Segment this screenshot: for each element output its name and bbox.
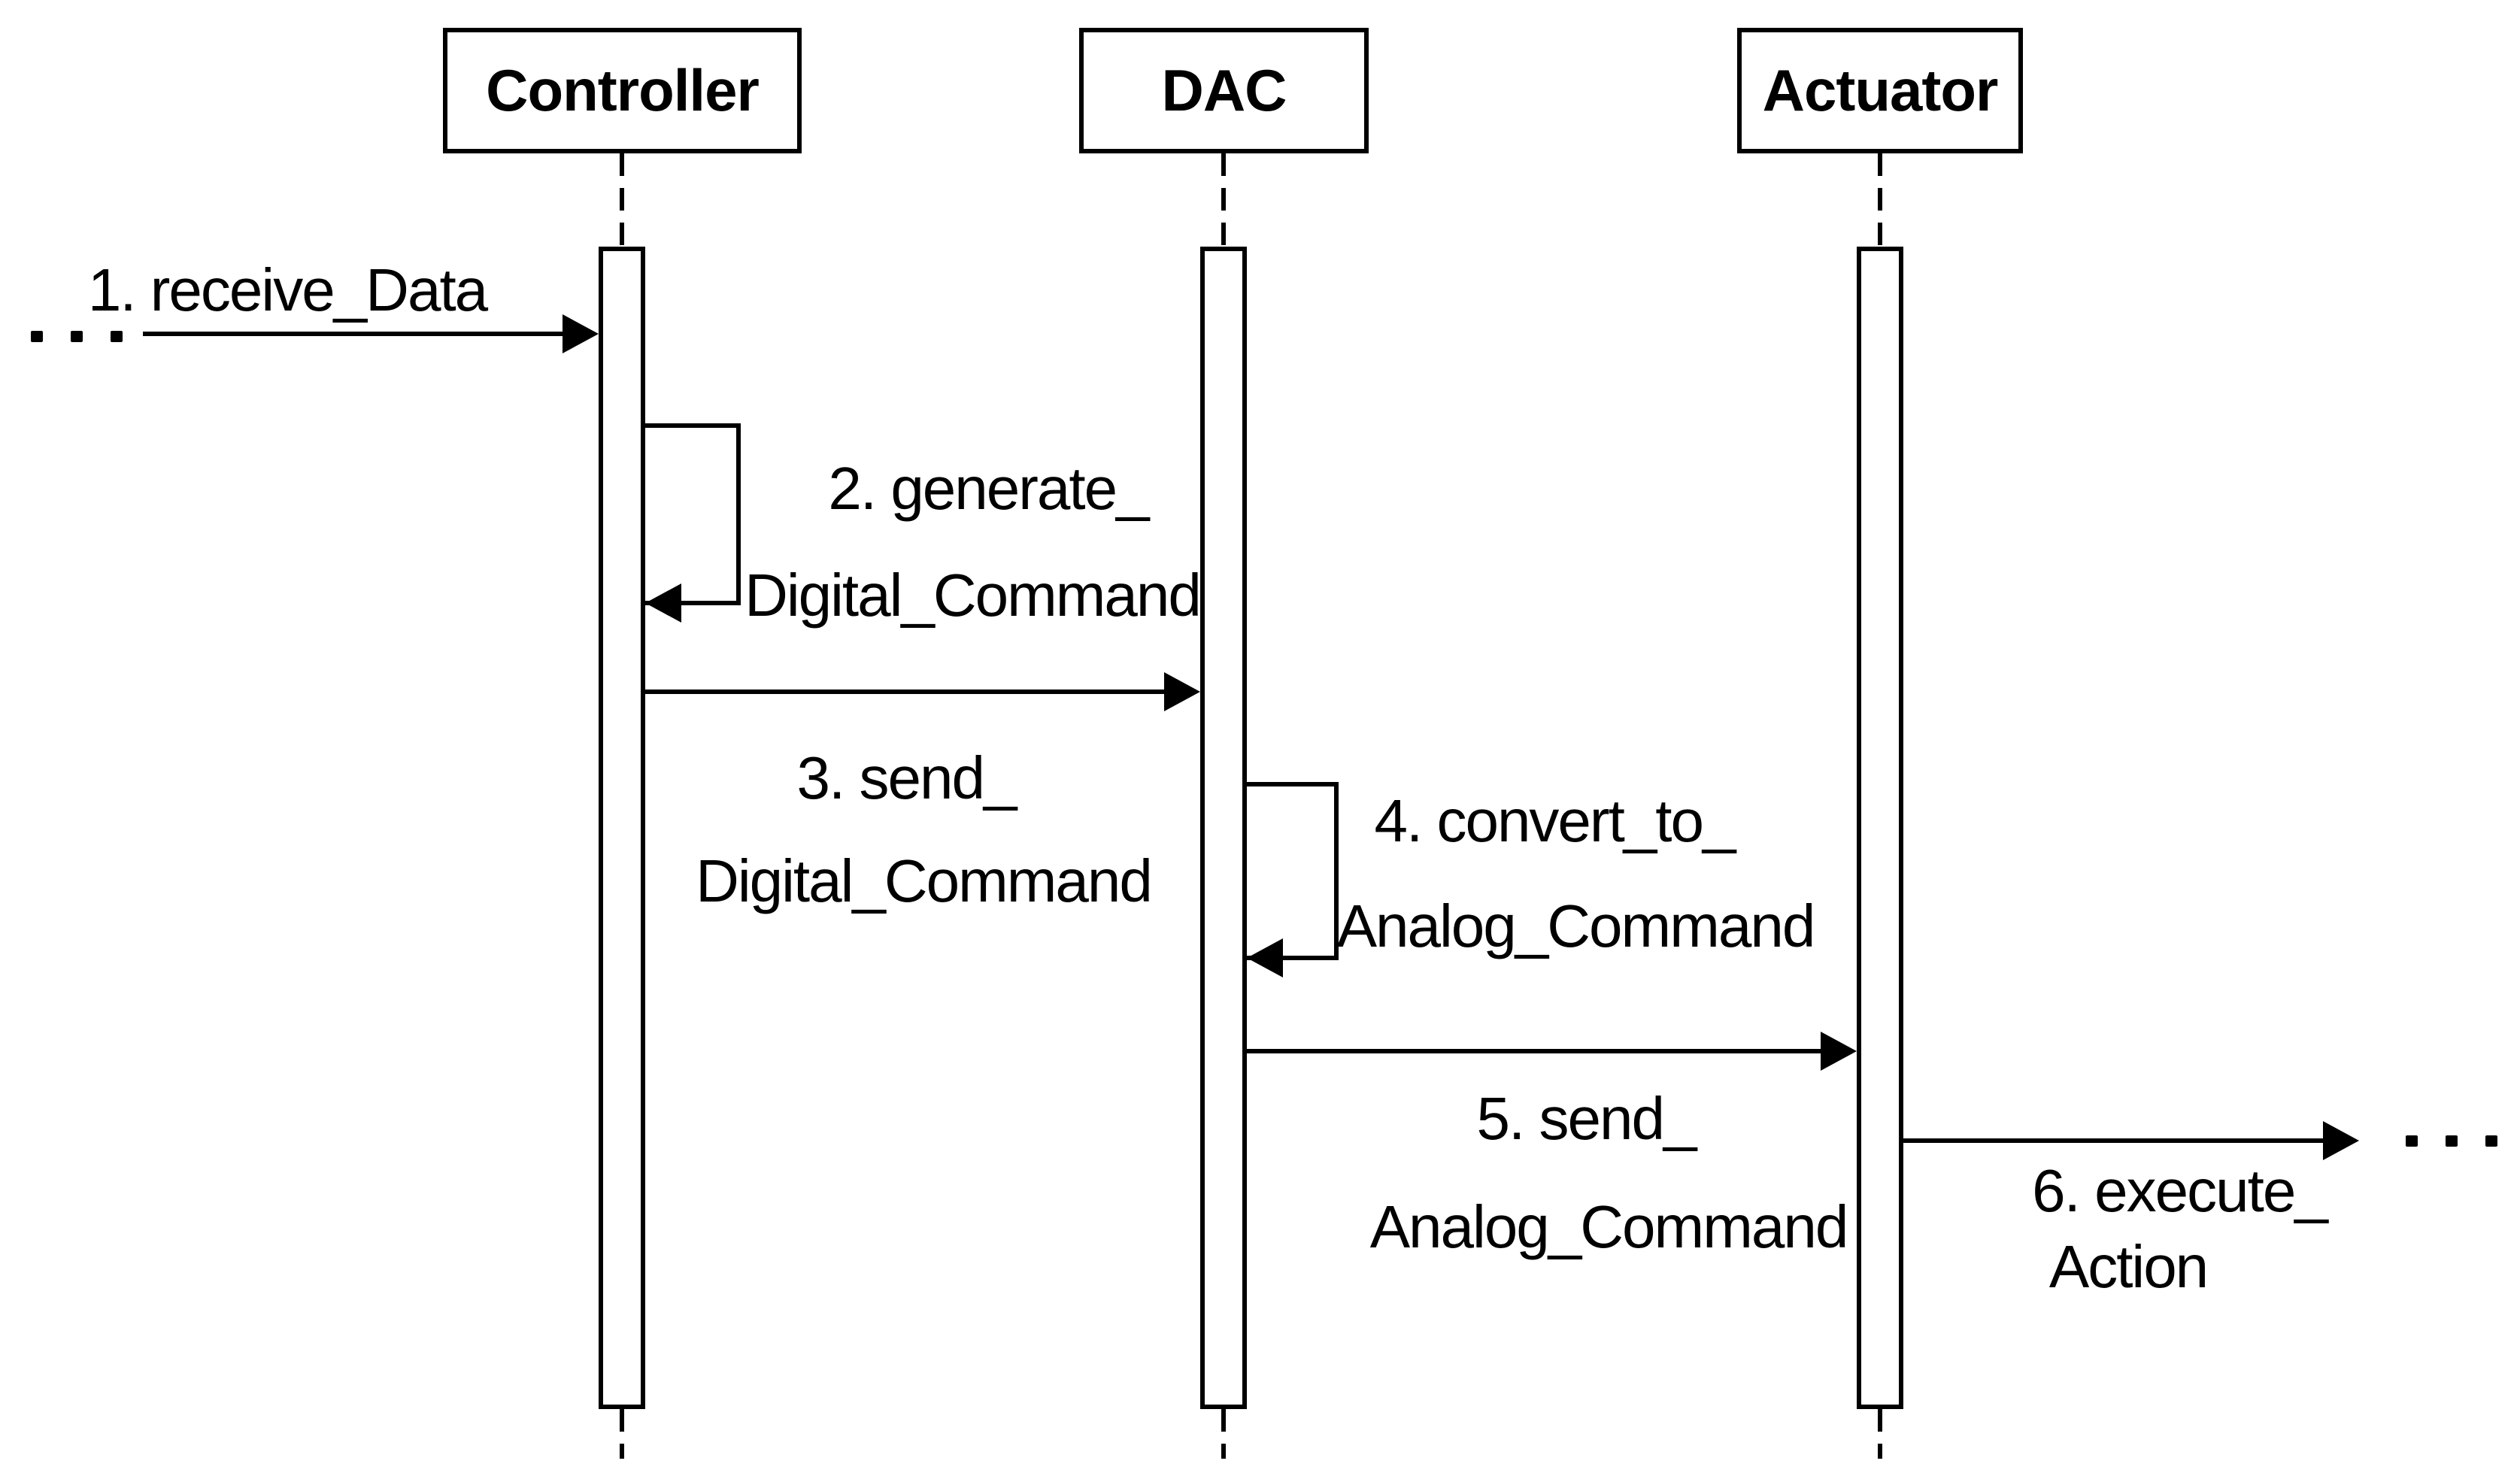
message-2-label-line-2: Digital_Command xyxy=(744,562,1202,629)
ellipsis-left-dot-3 xyxy=(111,331,123,342)
message-5-label-line-2: Analog_Command xyxy=(1369,1193,1849,1260)
participant-box-actuator: Actuator xyxy=(1737,28,2023,153)
participant-box-dac: DAC xyxy=(1079,28,1369,153)
message-6-arrowhead-icon xyxy=(2323,1121,2359,1160)
lifeline-dac-bottom xyxy=(1221,1409,1226,1459)
message-5-line xyxy=(1247,1049,1822,1053)
lifeline-actuator-top xyxy=(1878,153,1882,247)
message-5-label-line-1: 5. send_ xyxy=(1476,1085,1697,1152)
message-4-arrowhead-icon xyxy=(1247,938,1283,977)
ellipsis-right-dot-2 xyxy=(2446,1135,2458,1147)
message-2-arrowhead-icon xyxy=(645,583,681,623)
activation-bar-actuator xyxy=(1857,247,1903,1409)
message-4-self-loop xyxy=(1247,782,1339,960)
lifeline-controller-top xyxy=(620,153,624,247)
participant-label-controller: Controller xyxy=(486,57,760,123)
participant-label-actuator: Actuator xyxy=(1762,57,1999,123)
activation-bar-dac xyxy=(1200,247,1247,1409)
participant-box-controller: Controller xyxy=(443,28,802,153)
lifeline-actuator-bottom xyxy=(1878,1409,1882,1459)
message-6-line xyxy=(1903,1138,2324,1143)
ellipsis-right-dot-1 xyxy=(2406,1135,2418,1147)
message-6-label-line-2: Action xyxy=(2048,1233,2209,1300)
ellipsis-right-dot-3 xyxy=(2485,1135,2497,1147)
message-2-self-loop xyxy=(645,423,741,605)
message-1-label: 1. receive_Data xyxy=(87,256,488,323)
message-1-arrowhead-icon xyxy=(563,314,599,353)
message-6-label-line-1: 6. execute_ xyxy=(2032,1157,2328,1224)
lifeline-controller-bottom xyxy=(620,1409,624,1459)
participant-label-dac: DAC xyxy=(1161,57,1287,123)
message-3-line xyxy=(645,689,1166,694)
message-3-label-line-2: Digital_Command xyxy=(696,847,1153,914)
message-3-label-line-1: 3. send_ xyxy=(796,744,1017,811)
lifeline-dac-top xyxy=(1221,153,1226,247)
activation-bar-controller xyxy=(599,247,645,1409)
ellipsis-left-dot-2 xyxy=(71,331,83,342)
ellipsis-left-dot-1 xyxy=(31,331,43,342)
message-4-label-line-1: 4. convert_to_ xyxy=(1374,787,1736,854)
message-5-arrowhead-icon xyxy=(1821,1032,1857,1071)
message-2-label-line-1: 2. generate_ xyxy=(828,455,1149,522)
message-3-arrowhead-icon xyxy=(1164,672,1200,711)
message-1-line xyxy=(143,332,563,336)
message-4-label-line-2: Analog_Command xyxy=(1336,893,1816,959)
